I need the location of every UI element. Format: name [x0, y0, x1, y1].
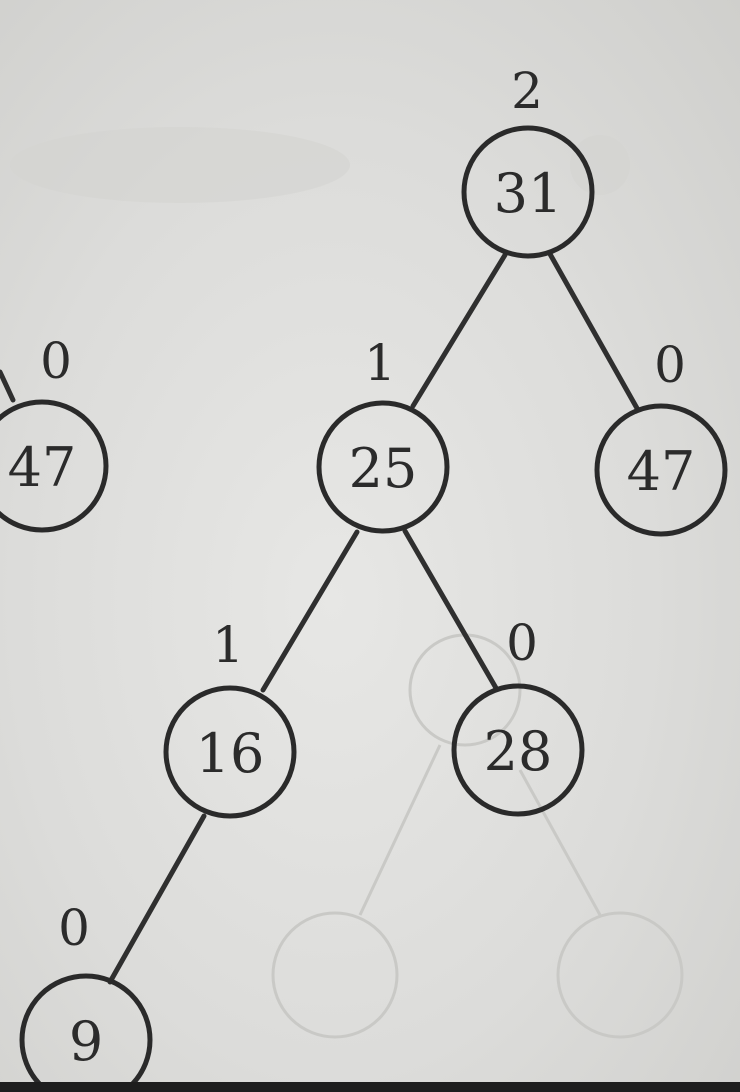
balance-factor: 1: [364, 334, 396, 392]
node-value: 25: [349, 437, 418, 500]
balance-factor: 0: [58, 899, 90, 957]
node-circle: [451, 683, 585, 817]
balance-factor: 0: [40, 332, 72, 390]
balance-factor: 1: [212, 616, 244, 674]
tree-node: 31 2: [461, 62, 595, 259]
node-value: 31: [494, 162, 563, 225]
tree-node: 28 0: [451, 614, 585, 817]
tree-node: 47 0: [594, 336, 728, 537]
node-circle: [0, 399, 109, 533]
tree-nodes: 47 0 31 2 25 1 47: [0, 62, 728, 1082]
edge-31-47: [547, 251, 641, 413]
node-circle: [461, 125, 595, 259]
node-value: 47: [8, 436, 77, 499]
balance-factor: 2: [511, 62, 543, 120]
node-circle: [19, 973, 153, 1082]
tree-edges: [0, 251, 641, 985]
node-value: 9: [69, 1010, 103, 1073]
node-circle: [316, 400, 450, 534]
node-value: 28: [484, 720, 553, 783]
balance-factor: 0: [654, 336, 686, 394]
tree-node: 9 0: [19, 899, 153, 1082]
edge-25-16: [260, 529, 360, 693]
balance-factor: 0: [506, 614, 538, 672]
edge-16-9: [107, 813, 207, 985]
edge-31-25: [410, 252, 508, 409]
photo-bottom-border: [0, 1082, 740, 1092]
show-through-background: [10, 127, 684, 1039]
node-circle: [163, 685, 297, 819]
node-circle: [594, 403, 728, 537]
edge-offscreen-47: [0, 369, 16, 403]
edge-25-28: [402, 528, 499, 691]
tree-node: 16 1: [163, 616, 297, 819]
node-value: 16: [196, 722, 265, 785]
tree-node: 25 1: [316, 334, 450, 534]
tree-node: 47 0: [0, 332, 109, 533]
node-value: 47: [627, 440, 696, 503]
